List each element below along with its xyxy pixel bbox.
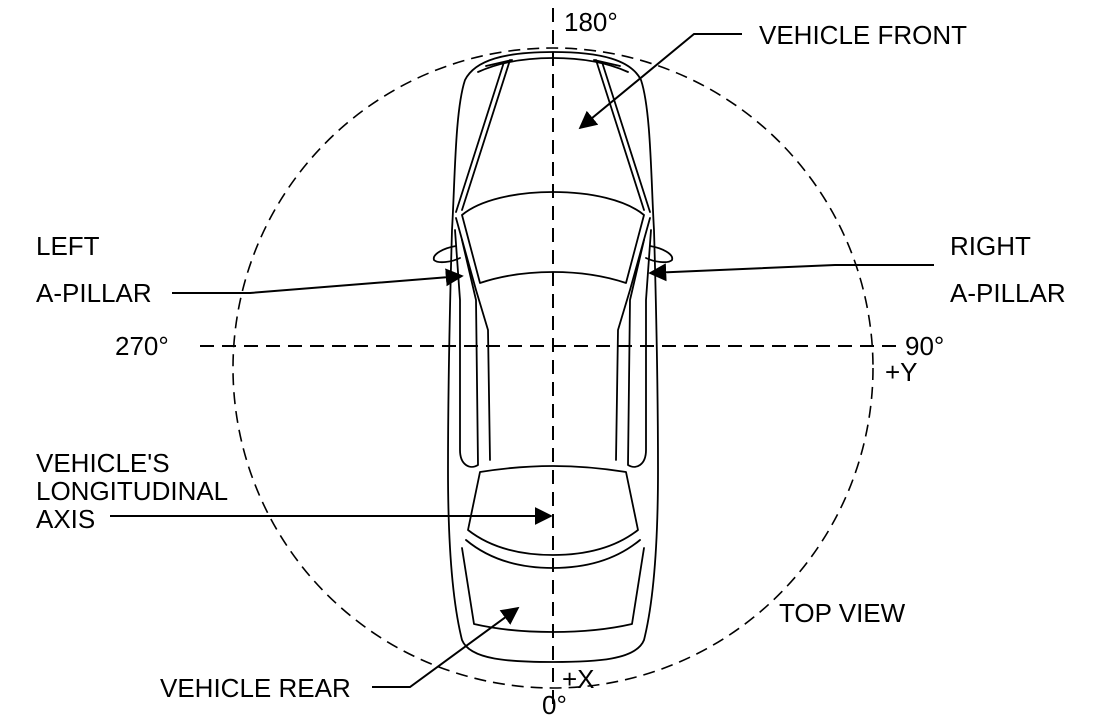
- top-view-label: TOP VIEW: [779, 598, 906, 628]
- angle-180-label: 180°: [564, 7, 618, 37]
- axis-label-line2: LONGITUDINAL: [36, 476, 228, 506]
- vehicle-rear-leader: [372, 606, 520, 688]
- vehicle-front-label: VEHICLE FRONT: [759, 20, 967, 50]
- angle-270-label: 270°: [115, 331, 169, 361]
- left-a-pillar-label: A-PILLAR: [36, 278, 152, 308]
- vehicle-rear-label: VEHICLE REAR: [160, 673, 351, 703]
- right-a-pillar-label: A-PILLAR: [950, 278, 1066, 308]
- plus-y-label: +Y: [885, 357, 918, 387]
- axis-label-line1: VEHICLE'S: [36, 448, 170, 478]
- left-a-pillar-leader: [172, 268, 464, 294]
- plus-x-label: +X: [562, 664, 595, 694]
- vehicle-front-leader: [578, 33, 742, 130]
- angle-0-label: 0°: [542, 690, 567, 719]
- reference-circle: [232, 47, 874, 689]
- angle-90-label: 90°: [905, 331, 944, 361]
- vehicle-outline: [432, 51, 674, 663]
- axis-label-line3: AXIS: [36, 504, 95, 534]
- right-a-pillar-leader: [648, 263, 934, 282]
- right-label: RIGHT: [950, 231, 1031, 261]
- left-label: LEFT: [36, 231, 100, 261]
